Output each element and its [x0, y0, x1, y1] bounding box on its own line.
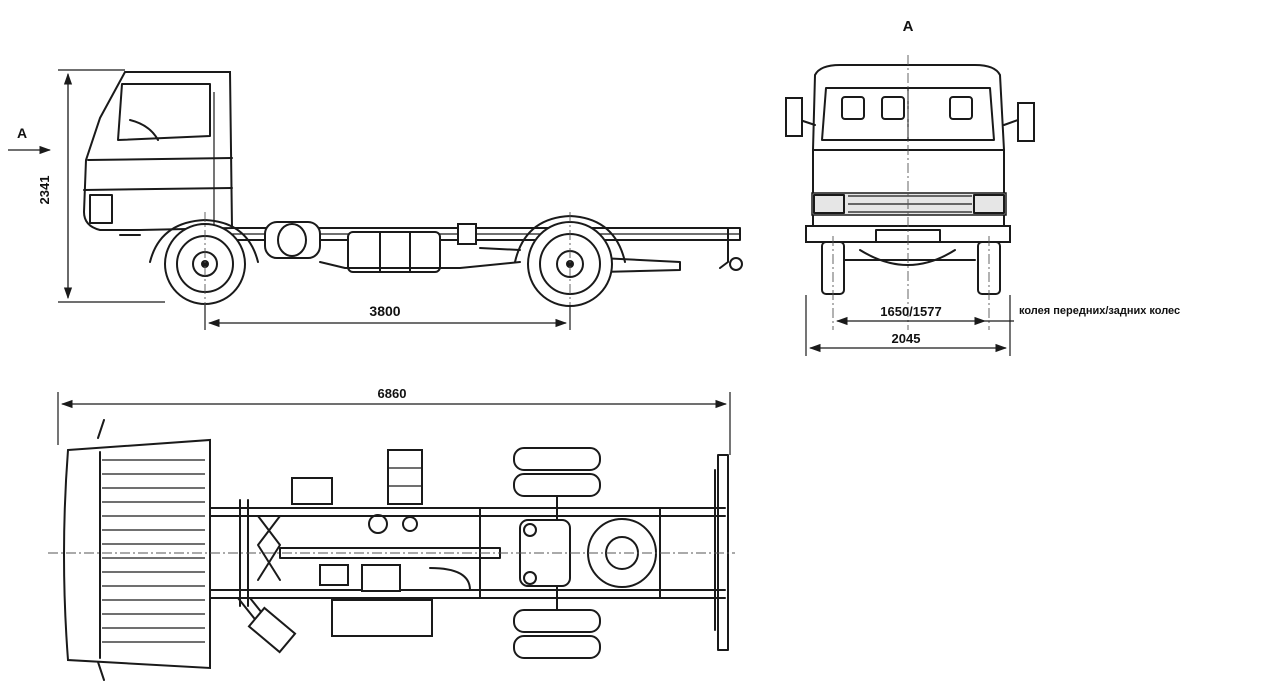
width-dimension: [805, 295, 1011, 356]
track-label: 1650/1577: [880, 304, 941, 319]
view-arrow-label: A: [17, 125, 27, 141]
cab-height-label: 2341: [37, 176, 52, 205]
track-caption: колея передних/задних колес: [1019, 305, 1180, 317]
side-view: [82, 71, 743, 318]
top-view: [48, 419, 735, 681]
overall-length-label: 6860: [378, 386, 407, 401]
wheelbase-dimension: [204, 305, 571, 330]
overall-length-dimension: [57, 392, 731, 455]
cab-height-dimension: [58, 69, 165, 303]
width-label: 2045: [892, 331, 921, 346]
front-view-title: A: [903, 18, 914, 35]
front-view: [785, 55, 1035, 330]
wheelbase-label: 3800: [369, 303, 400, 319]
